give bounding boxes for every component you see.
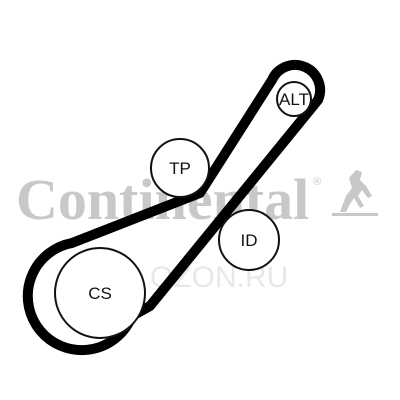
pulley-alt: ALT xyxy=(276,81,312,117)
pulley-tp: TP xyxy=(150,138,210,198)
watermark-registered-mark: ® xyxy=(313,176,321,188)
pulley-id: ID xyxy=(218,209,280,271)
pulley-label-cs: CS xyxy=(88,284,112,303)
belt xyxy=(22,59,326,356)
pulley-label-id: ID xyxy=(241,231,258,250)
pulley-label-alt: ALT xyxy=(279,90,309,109)
horse-logo-base xyxy=(332,213,378,216)
pulley-cs: CS xyxy=(54,247,146,339)
belt-path xyxy=(22,59,326,356)
pulley-label-tp: TP xyxy=(169,159,191,178)
horse-logo-icon xyxy=(340,170,372,212)
